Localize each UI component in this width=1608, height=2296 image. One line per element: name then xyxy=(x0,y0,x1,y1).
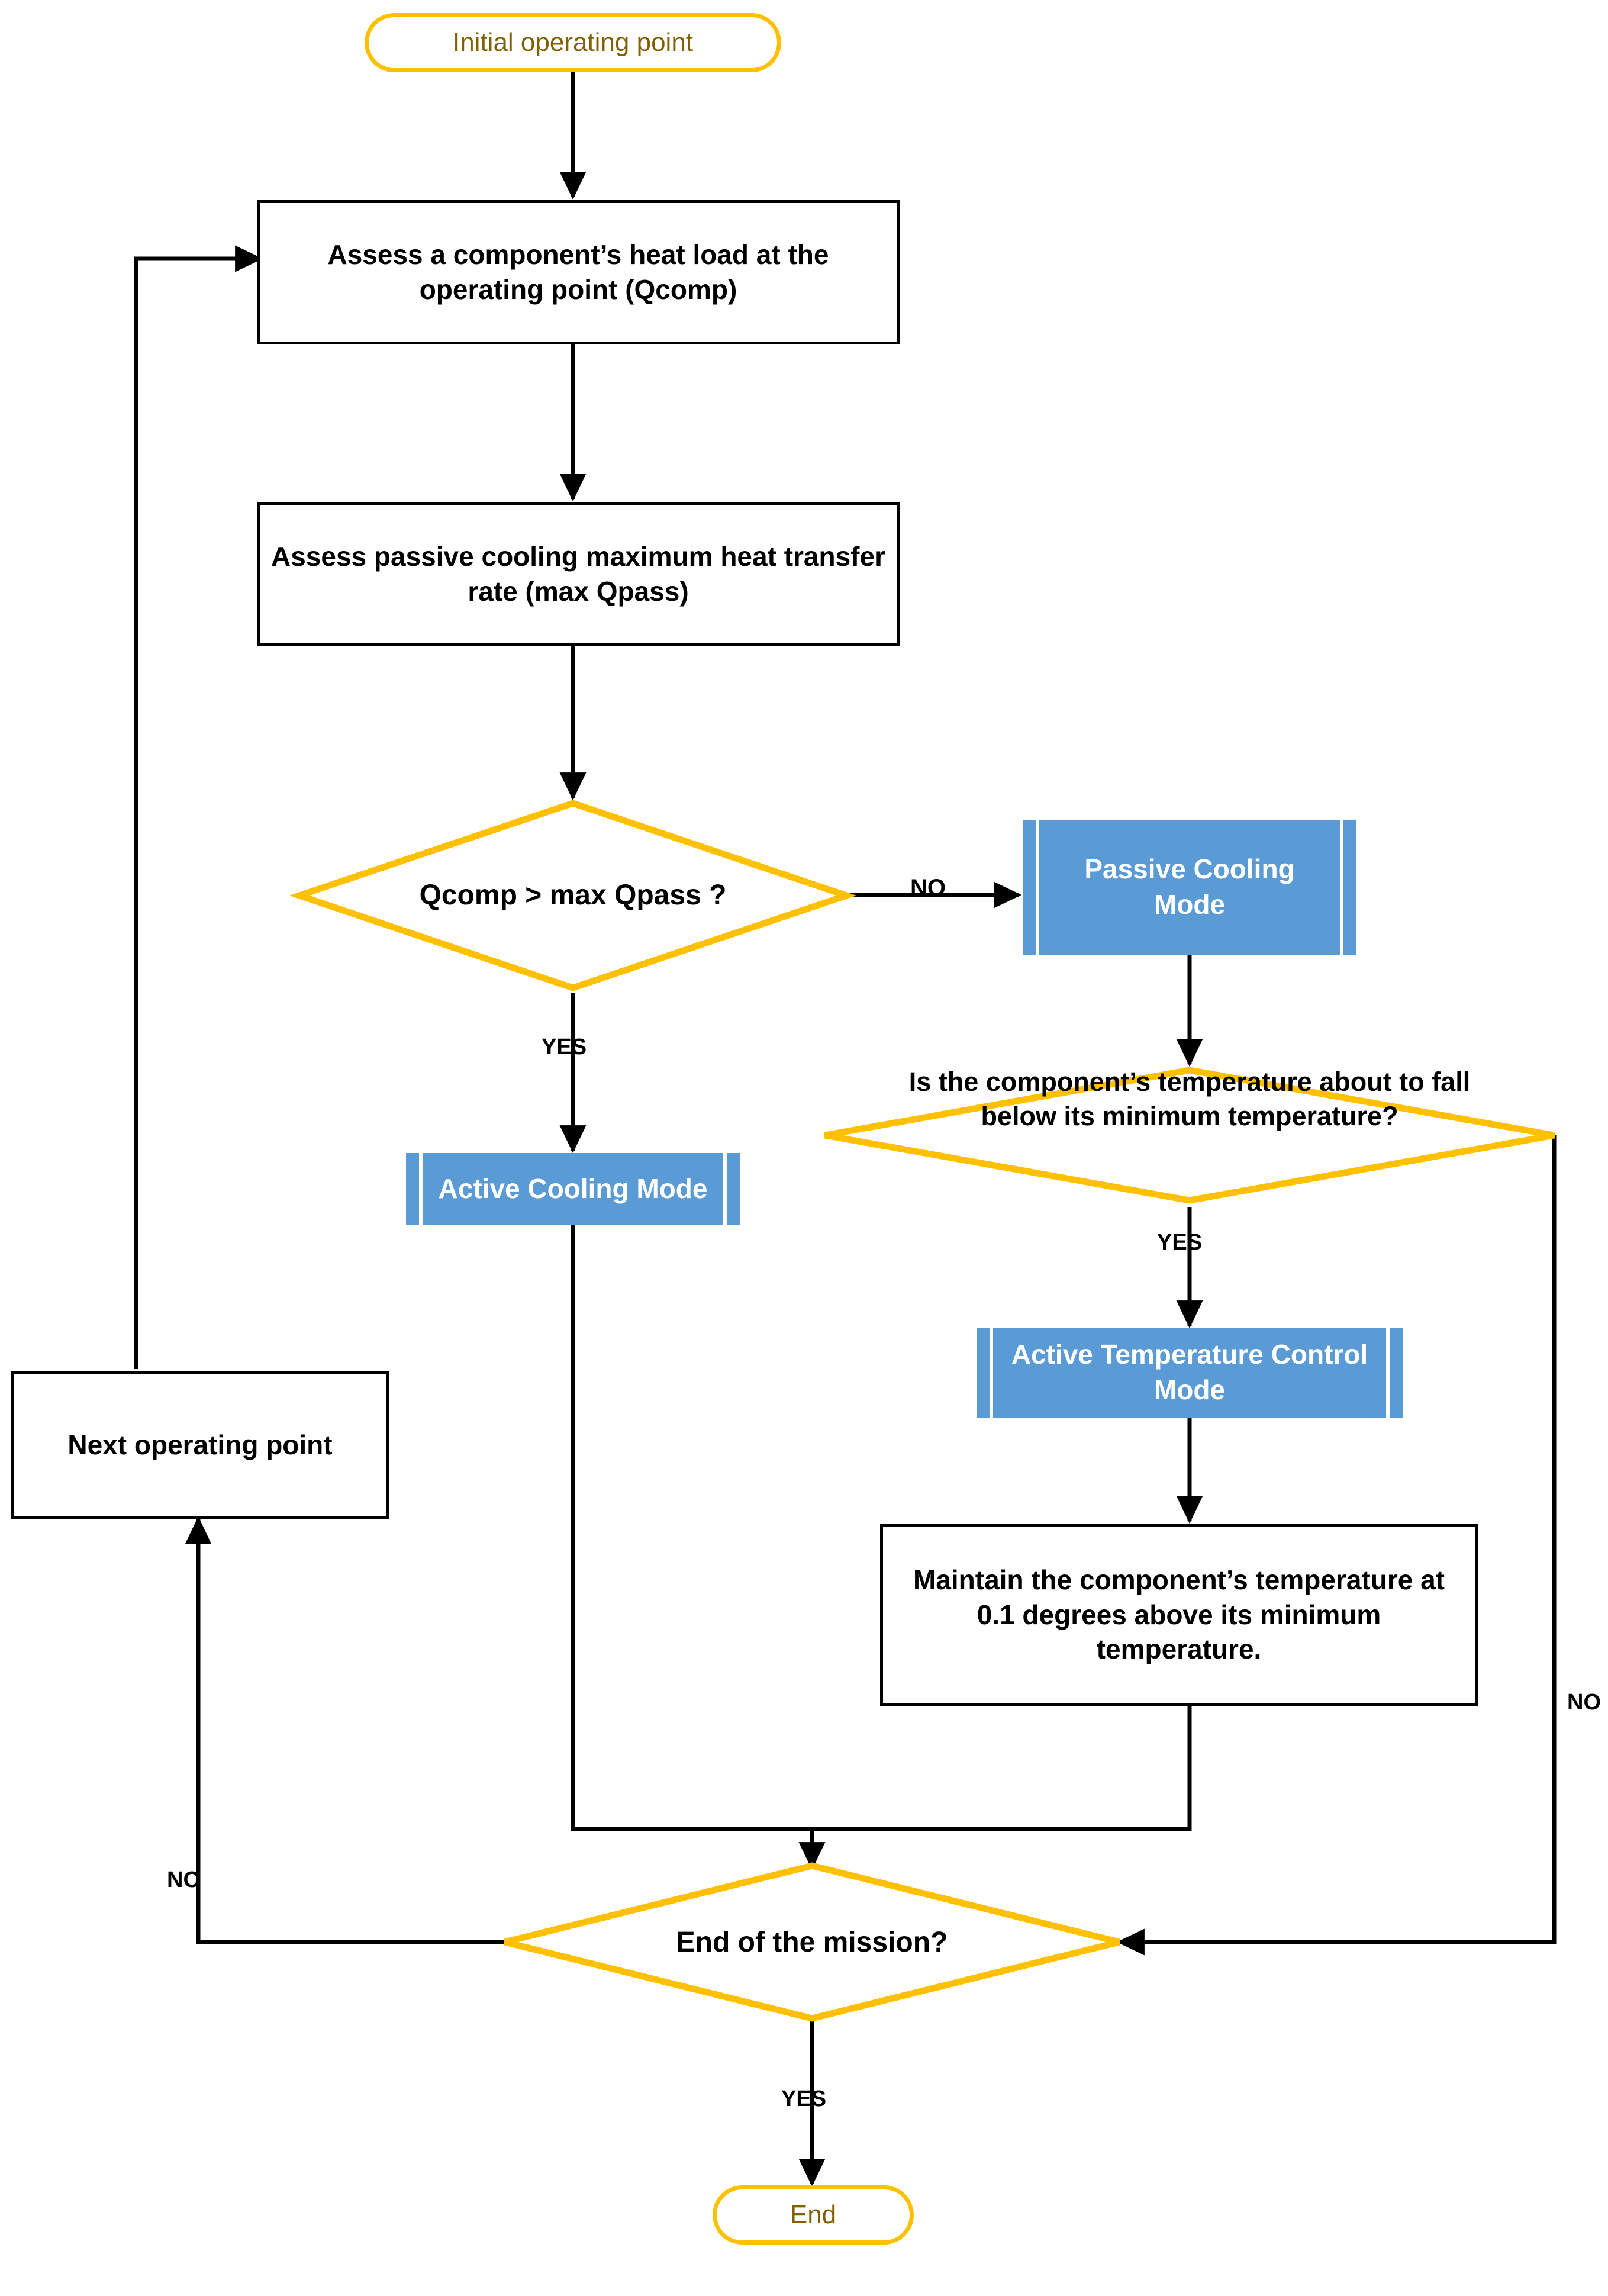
node-active-cooling-mode-label: Active Cooling Mode xyxy=(438,1173,708,1205)
node-assess-passive-cooling[interactable]: Assess passive cooling maximum heat tran… xyxy=(257,502,900,646)
node-active-cooling-mode[interactable]: Active Cooling Mode xyxy=(406,1153,740,1225)
edge-label-qcomp-yes-text: YES xyxy=(542,1035,587,1060)
node-assess-passive-cooling-label: Assess passive cooling maximum heat tran… xyxy=(271,541,885,607)
predefined-process-left-bar xyxy=(990,1328,993,1418)
edge-label-mission-yes-text: YES xyxy=(781,2086,827,2111)
node-next-operating-point-label: Next operating point xyxy=(67,1429,333,1460)
node-active-temperature-control-mode[interactable]: Active Temperature Control Mode xyxy=(977,1328,1403,1418)
node-start-terminator[interactable]: Initial operating point xyxy=(365,13,781,72)
node-maintain-temperature-label: Maintain the component’s temperature at … xyxy=(913,1564,1445,1665)
decision-qcomp-shape xyxy=(289,800,857,991)
edge-label-mintemp-no: NO xyxy=(1567,1690,1601,1715)
decision-mintemp-shape xyxy=(824,1067,1555,1204)
edge-label-mission-yes: YES xyxy=(781,2086,826,2112)
node-end-label: End xyxy=(790,2200,837,2229)
node-assess-heat-load[interactable]: Assess a component’s heat load at the op… xyxy=(257,200,900,344)
node-end-terminator[interactable]: End xyxy=(713,2185,914,2245)
edge-maintain-to-end-mission xyxy=(812,1706,1192,1831)
predefined-process-right-bar xyxy=(1386,1328,1390,1418)
edge-end-mission-no-to-next-point xyxy=(185,1516,505,1944)
node-assess-heat-load-label: Assess a component’s heat load at the op… xyxy=(327,239,829,305)
edge-label-mintemp-no-text: NO xyxy=(1567,1690,1601,1715)
edge-label-qcomp-no: NO xyxy=(910,875,946,901)
predefined-process-right-bar xyxy=(1340,820,1343,955)
edge-label-qcomp-yes: YES xyxy=(542,1035,587,1060)
edge-next-point-to-assess-heat xyxy=(134,245,263,1369)
edge-label-qcomp-no-text: NO xyxy=(910,875,946,901)
node-passive-cooling-mode[interactable]: Passive Cooling Mode xyxy=(1023,820,1356,955)
node-passive-cooling-mode-label: Passive Cooling Mode xyxy=(1084,854,1295,920)
edge-label-mintemp-yes: YES xyxy=(1157,1230,1202,1255)
node-start-label: Initial operating point xyxy=(452,27,694,57)
edge-label-mintemp-yes-text: YES xyxy=(1157,1230,1203,1255)
edge-label-mission-no: NO xyxy=(167,1867,201,1893)
predefined-process-left-bar xyxy=(419,1153,423,1225)
predefined-process-left-bar xyxy=(1036,820,1039,955)
decision-end-mission-shape xyxy=(504,1862,1120,2022)
node-maintain-temperature[interactable]: Maintain the component’s temperature at … xyxy=(880,1524,1478,1706)
edge-active-cooling-to-end-mission xyxy=(571,1225,812,1831)
edge-label-mission-no-text: NO xyxy=(167,1867,201,1892)
predefined-process-right-bar xyxy=(723,1153,727,1225)
edge-mintemp-no-to-end-mission xyxy=(1116,1135,1557,1956)
node-next-operating-point[interactable]: Next operating point xyxy=(11,1371,389,1519)
node-active-temperature-control-mode-label: Active Temperature Control Mode xyxy=(1011,1339,1368,1405)
